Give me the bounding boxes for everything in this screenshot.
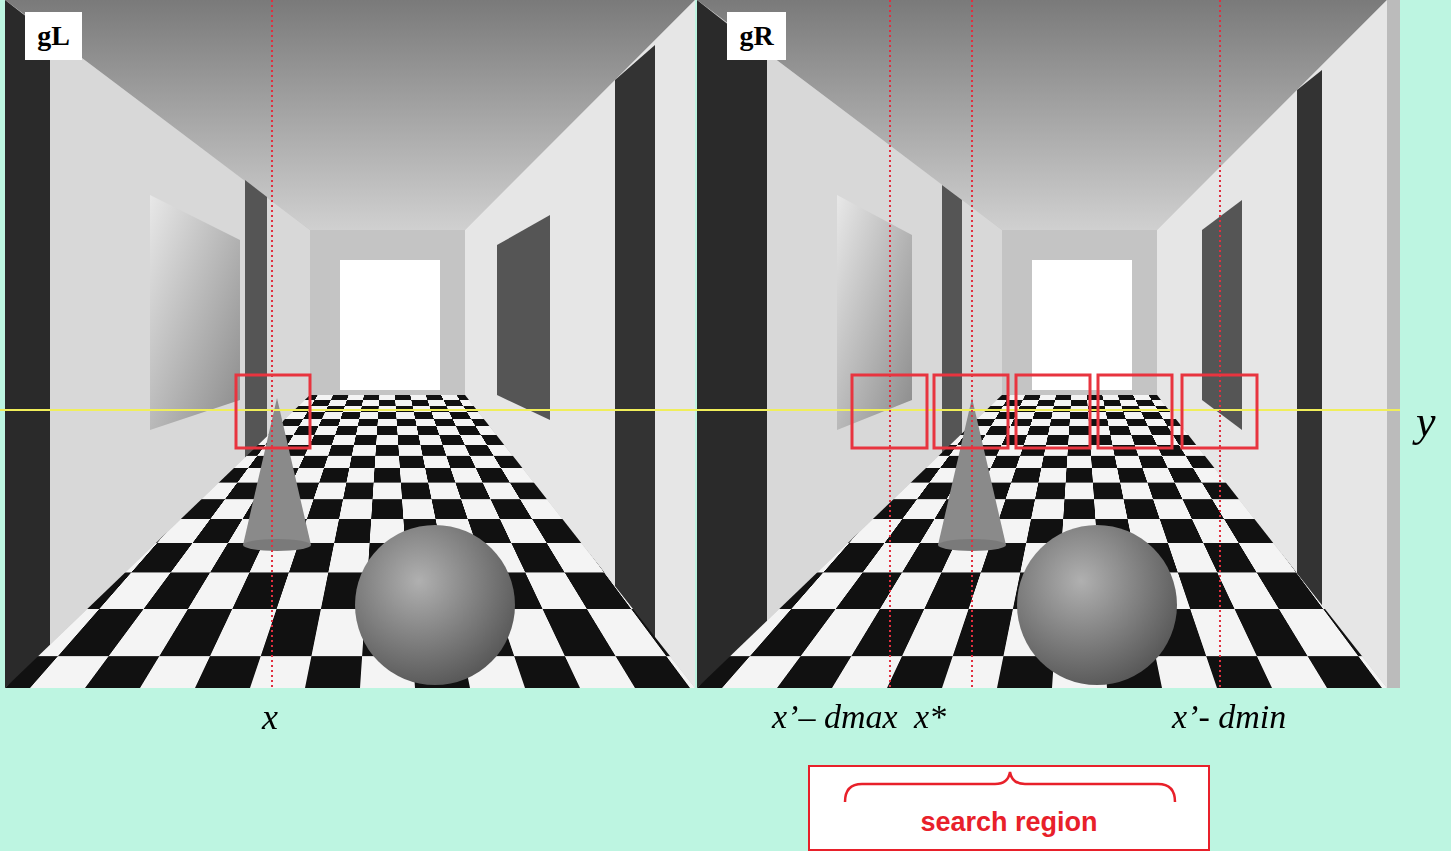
search-region-box: search region — [808, 765, 1210, 851]
axis-label: x’- dmin — [1172, 698, 1286, 735]
axis-label: y — [1416, 398, 1436, 446]
axis-label: x — [262, 698, 278, 738]
axis-label: x’– dmax — [772, 698, 898, 735]
node-label: gR — [739, 20, 773, 52]
scene-objects — [697, 0, 1387, 688]
node-label: search region — [920, 807, 1097, 837]
brace — [845, 772, 1175, 802]
match-windows — [236, 375, 1257, 448]
node-label: gL — [37, 20, 70, 52]
image-tag: gR — [727, 12, 786, 60]
stereo-image-right — [697, 0, 1400, 688]
epipolar-line — [0, 409, 1400, 411]
search-box-ground — [808, 765, 1210, 851]
guide-lines — [272, 0, 1220, 688]
stereo-image-left — [5, 0, 695, 688]
image-tag: gL — [25, 12, 82, 60]
scene-objects — [5, 0, 695, 688]
axis-label: x* — [914, 698, 946, 735]
